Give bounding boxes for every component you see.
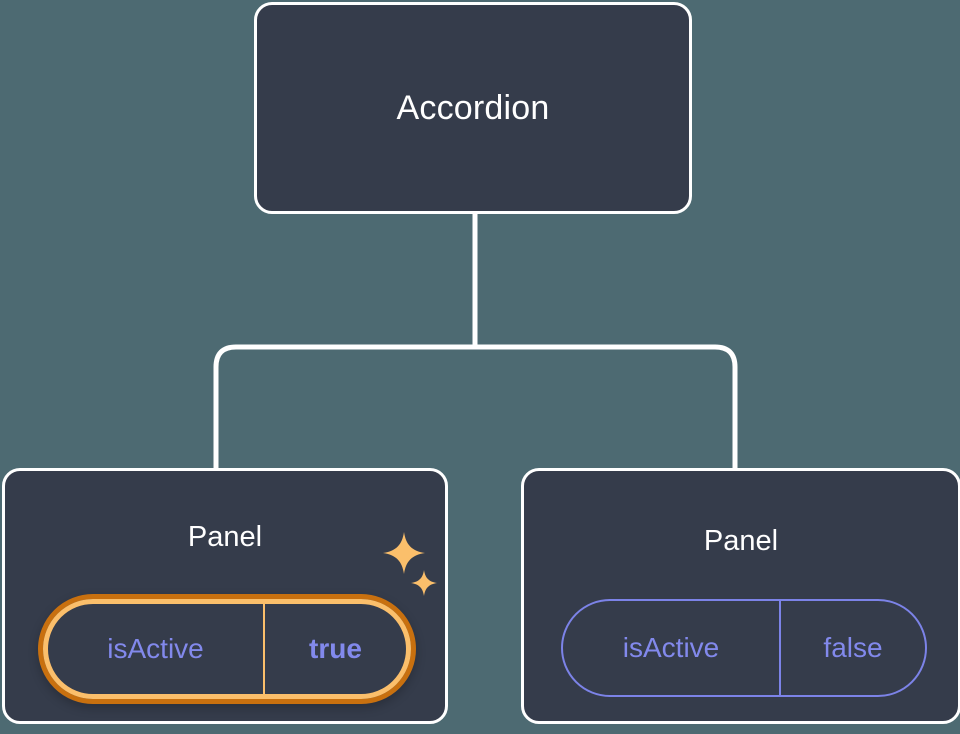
prop-value-label: true bbox=[309, 633, 362, 664]
node-panel-right-title: Panel bbox=[703, 525, 779, 557]
node-accordion[interactable]: Accordion bbox=[254, 2, 692, 214]
connector-branch-left bbox=[213, 344, 475, 470]
node-panel-left-title: Panel bbox=[187, 521, 263, 553]
prop-key-label: isActive bbox=[107, 633, 204, 664]
prop-pill-divider bbox=[779, 601, 781, 695]
prop-pill-isactive-true[interactable]: isActive true bbox=[38, 594, 416, 704]
node-panel-left[interactable]: Panel isActive true bbox=[2, 468, 448, 724]
node-panel-right[interactable]: Panel isActive false bbox=[521, 468, 960, 724]
prop-pill-inner: isActive true bbox=[43, 599, 411, 699]
node-accordion-title: Accordion bbox=[396, 88, 550, 127]
prop-pill-divider bbox=[263, 604, 265, 694]
connector-branch-right bbox=[475, 344, 738, 470]
prop-pill-isactive-false[interactable]: isActive false bbox=[561, 599, 927, 697]
prop-key-label: isActive bbox=[622, 632, 720, 663]
prop-value-label: false bbox=[823, 632, 883, 663]
